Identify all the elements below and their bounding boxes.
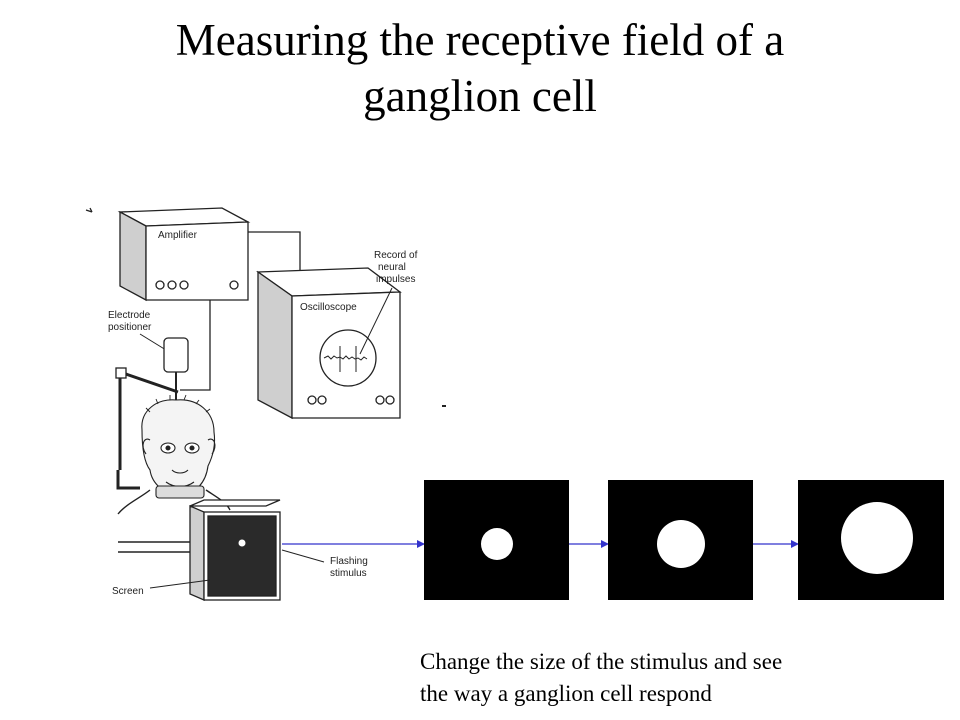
flashing-label-line-2: stimulus xyxy=(330,568,367,579)
amp-electrode-cable xyxy=(180,300,211,391)
monkey-head xyxy=(117,394,231,515)
slide-title: Measuring the receptive field of a gangl… xyxy=(0,12,960,124)
oscilloscope-label: Oscilloscope xyxy=(300,302,357,313)
apparatus-illustration: Amplifier Oscilloscope Record of neural … xyxy=(85,207,446,601)
neural-impulse-trace xyxy=(323,355,368,361)
stimulus-spot-large xyxy=(841,502,913,574)
electrode-positioner xyxy=(115,337,189,490)
record-label-line-2: neural xyxy=(378,262,406,273)
amplifier-label: Amplifier xyxy=(158,230,198,241)
flashing-label-line-1: Flashing xyxy=(330,556,368,567)
slide-title-line-1: Measuring the receptive field of a xyxy=(175,15,785,65)
caption-line-2: the way a ganglion cell respond xyxy=(420,681,712,706)
stimulus-spot-medium xyxy=(657,520,705,568)
caption-line-1: Change the size of the stimulus and see xyxy=(420,649,783,674)
amplifier-box xyxy=(117,207,251,302)
stimulus-screen xyxy=(189,499,281,601)
oscilloscope-screen xyxy=(319,329,377,387)
record-label-line-3: impulses xyxy=(376,274,415,285)
record-pointer xyxy=(359,287,393,355)
electrode-label-line-2: positioner xyxy=(108,322,152,333)
head-holder xyxy=(155,485,205,499)
screen-stimulus-spot xyxy=(238,539,246,547)
slide-title-line-2: ganglion cell xyxy=(363,71,597,121)
corner-mark xyxy=(85,207,93,213)
stimulus-spot-small xyxy=(481,528,513,560)
stimulus-sequence xyxy=(282,480,944,600)
electrode-label-line-1: Electrode xyxy=(108,310,151,321)
caption: Change the size of the stimulus and see … xyxy=(420,646,940,710)
screen-label: Screen xyxy=(112,586,144,597)
oscilloscope-box xyxy=(256,267,402,420)
record-label-line-1: Record of xyxy=(374,250,418,261)
table-edge xyxy=(118,541,200,553)
amp-osc-cable xyxy=(248,231,301,272)
